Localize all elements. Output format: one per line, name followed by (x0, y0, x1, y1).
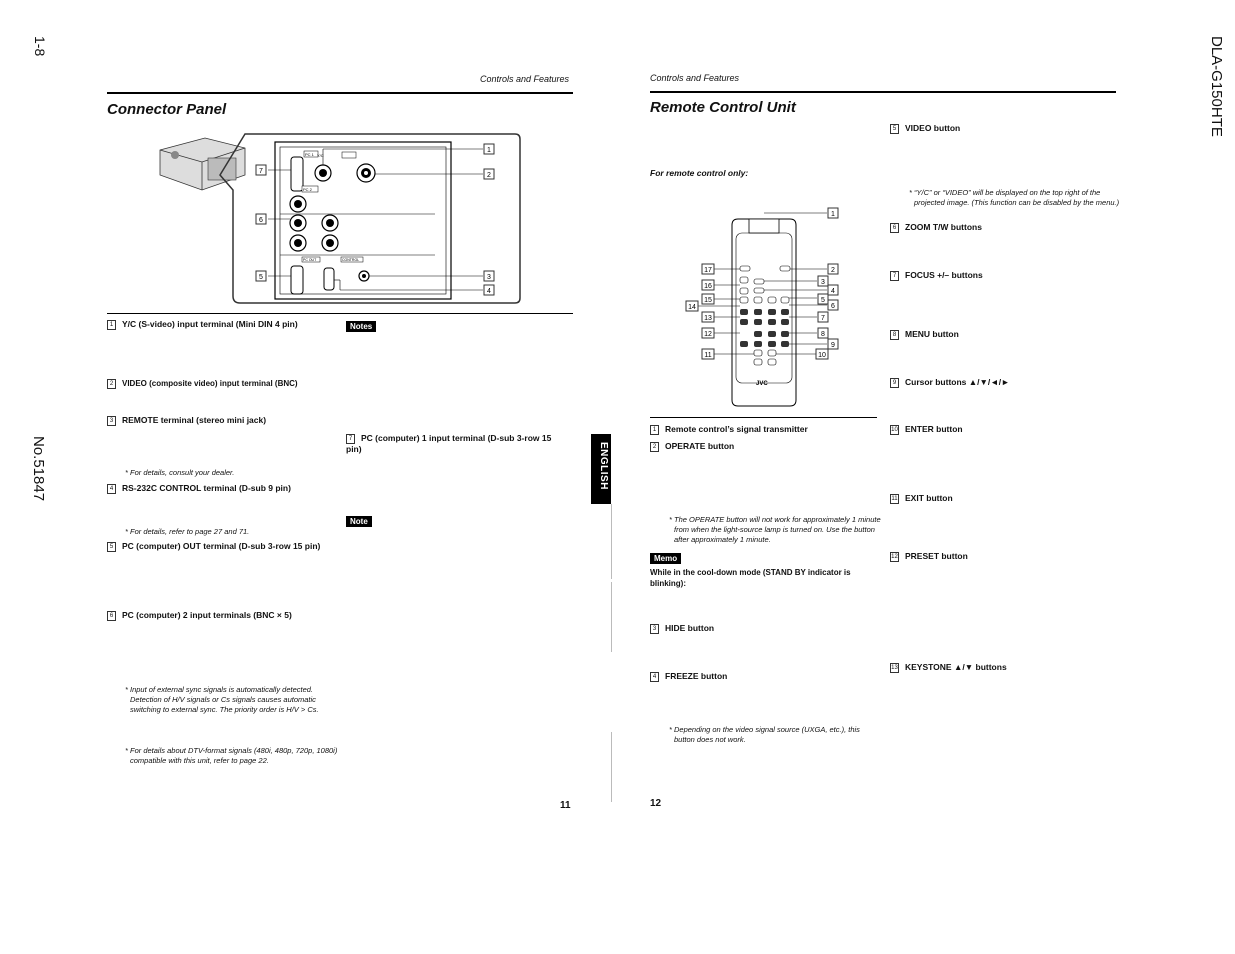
svg-text:6: 6 (259, 217, 263, 224)
svg-text:8: 8 (821, 331, 825, 338)
remote-subtitle: For remote control only: (650, 168, 749, 178)
language-tab (591, 434, 611, 504)
note-operate: * The OPERATE button will not work for a… (669, 515, 881, 544)
svg-text:PC 2: PC 2 (303, 187, 313, 192)
note-dtv: * For details about DTV-format signals (… (125, 746, 338, 765)
language-tab-label: ENGLISH (598, 442, 609, 490)
note-badge: Note (346, 516, 372, 527)
left-section-rule (107, 313, 573, 314)
projector-icon (159, 137, 246, 191)
right-header-rule (650, 91, 1116, 93)
svg-text:1: 1 (831, 211, 835, 218)
left-title: Connector Panel (107, 101, 227, 118)
note-sync: * Input of external sync signals is auto… (125, 685, 319, 714)
left-page-number: 11 (560, 800, 571, 811)
jvc-logo: JVC (756, 381, 768, 387)
svg-text:PC 1: PC 1 (305, 152, 315, 157)
svg-text:5: 5 (259, 274, 263, 281)
memo-text: While in the cool-down mode (STAND BY in… (650, 568, 851, 588)
remote-control-illustration: JVC 1 2 3 4 5 6 7 8 9 10 17 16 15 14 13 … (685, 207, 839, 407)
note-freeze: * Depending on the video signal source (… (669, 725, 860, 744)
left-header-rule (107, 92, 573, 94)
note-dealer: * For details, consult your dealer. (125, 468, 235, 477)
svg-text:2: 2 (831, 267, 835, 274)
svg-text:15: 15 (704, 297, 712, 304)
note-refer: * For details, refer to page 27 and 71. (125, 527, 250, 536)
memo-badge: Memo (650, 553, 682, 564)
svg-text:6: 6 (831, 303, 835, 310)
right-header: Controls and Features (650, 73, 740, 83)
svg-text:3: 3 (821, 279, 825, 286)
divider-3 (611, 732, 612, 802)
note-video: * “Y/C” or “VIDEO” will be displayed on … (909, 188, 1120, 207)
right-title: Remote Control Unit (650, 99, 796, 116)
svg-text:4: 4 (831, 288, 835, 295)
divider-2 (611, 582, 612, 652)
left-header: Controls and Features (480, 74, 570, 84)
svg-text:14: 14 (688, 304, 696, 311)
svg-text:Y/C: Y/C (317, 153, 324, 158)
svg-text:11: 11 (704, 352, 711, 359)
divider-1 (611, 504, 612, 579)
notes-badge: Notes (346, 321, 377, 332)
svg-text:1: 1 (487, 147, 491, 154)
svg-text:5: 5 (821, 297, 825, 304)
svg-text:2: 2 (487, 172, 491, 179)
svg-text:13: 13 (704, 315, 712, 322)
doc-number: No.51847 (30, 436, 47, 502)
svg-text:12: 12 (704, 331, 712, 338)
page-ref: 1-8 (32, 36, 48, 57)
svg-text:7: 7 (821, 315, 825, 322)
svg-text:3: 3 (487, 274, 491, 281)
svg-text:16: 16 (704, 283, 712, 290)
right-page-number: 12 (650, 798, 662, 809)
svg-text:CONTROL: CONTROL (342, 258, 359, 262)
connector-panel-illustration: PC 1 Y/C PC 2 PC OUT CONTROL 1 2 3 (159, 133, 521, 304)
svg-text:PC OUT: PC OUT (303, 258, 317, 262)
svg-text:4: 4 (487, 288, 491, 295)
svg-text:9: 9 (831, 342, 835, 349)
svg-text:10: 10 (818, 352, 826, 359)
model-name: DLA-G150HTE (1208, 36, 1225, 137)
svg-text:17: 17 (704, 267, 712, 274)
svg-text:7: 7 (259, 168, 263, 175)
right-section-rule (650, 417, 877, 418)
